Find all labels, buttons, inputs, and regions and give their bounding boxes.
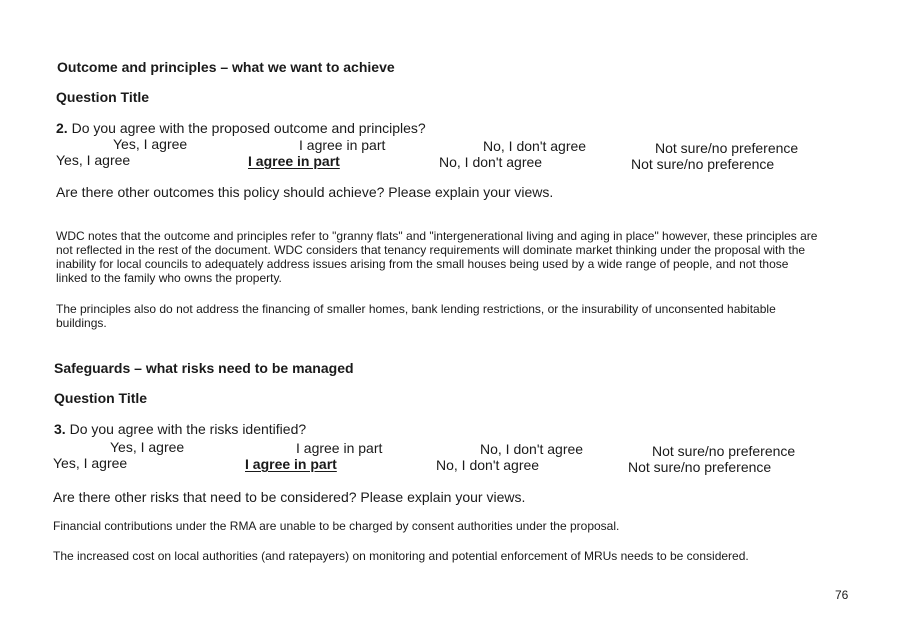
option-yes[interactable]: Yes, I agree <box>56 152 131 168</box>
option-in-part-selected[interactable]: I agree in part <box>245 456 337 472</box>
option-not-sure[interactable]: Not sure/no preference <box>631 156 775 172</box>
option-in-part-header: I agree in part <box>299 137 386 153</box>
option-not-sure-header: Not sure/no preference <box>655 140 799 156</box>
section-heading-safeguards: Safeguards – what risks need to be manag… <box>54 360 354 376</box>
response-line: The principles also do not address the f… <box>56 302 776 316</box>
explain-prompt: Are there other outcomes this policy sho… <box>56 184 554 200</box>
response-line: Financial contributions under the RMA ar… <box>53 519 620 533</box>
section-heading-outcome-principles: Outcome and principles – what we want to… <box>57 59 395 75</box>
question-title: Question Title <box>56 89 150 105</box>
option-in-part-header: I agree in part <box>296 440 383 456</box>
response-line: linked to the family who owns the proper… <box>56 271 282 285</box>
response-line: not reflected in the rest of the documen… <box>56 243 806 257</box>
response-paragraph-2: The principles also do not address the f… <box>56 302 776 330</box>
question-number: 2. <box>56 120 68 136</box>
response-paragraph-2: The increased cost on local authorities … <box>53 549 749 563</box>
option-in-part-selected[interactable]: I agree in part <box>248 153 340 169</box>
question-text: Do you agree with the proposed outcome a… <box>71 120 426 136</box>
option-no-header: No, I don't agree <box>480 441 584 457</box>
option-yes[interactable]: Yes, I agree <box>53 455 128 471</box>
question-2: 2. Do you agree with the proposed outcom… <box>56 120 426 136</box>
response-line: The increased cost on local authorities … <box>53 549 749 563</box>
question-3: 3. Do you agree with the risks identifie… <box>54 421 306 437</box>
response-paragraph-1: Financial contributions under the RMA ar… <box>53 519 619 533</box>
option-yes-header: Yes, I agree <box>110 439 185 455</box>
response-line: WDC notes that the outcome and principle… <box>56 229 818 243</box>
option-not-sure-header: Not sure/no preference <box>652 443 796 459</box>
option-no[interactable]: No, I don't agree <box>436 457 540 473</box>
question-number: 3. <box>54 421 66 437</box>
option-yes-header: Yes, I agree <box>113 136 188 152</box>
page-number: 76 <box>835 588 849 602</box>
question-title: Question Title <box>54 390 148 406</box>
response-paragraph-1: WDC notes that the outcome and principle… <box>56 229 817 285</box>
question-text: Do you agree with the risks identified? <box>69 421 307 437</box>
explain-prompt: Are there other risks that need to be co… <box>53 489 526 505</box>
response-line: buildings. <box>56 316 107 330</box>
option-not-sure[interactable]: Not sure/no preference <box>628 459 772 475</box>
response-line: inability for local councils to adequate… <box>56 257 789 271</box>
option-no[interactable]: No, I don't agree <box>439 154 543 170</box>
option-no-header: No, I don't agree <box>483 138 587 154</box>
